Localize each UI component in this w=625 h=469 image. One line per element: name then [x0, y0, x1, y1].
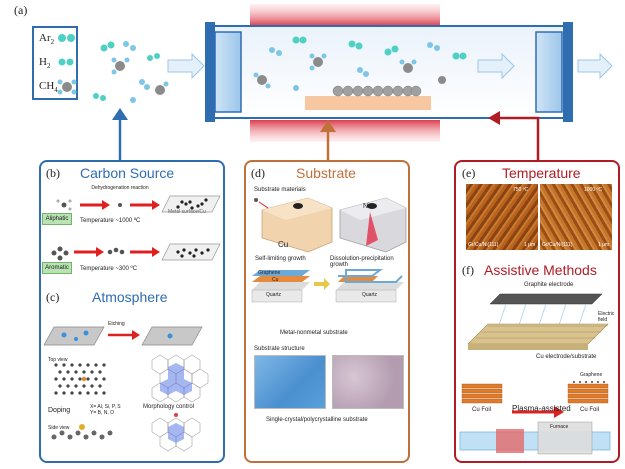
- dopants-label: X= Al, Si, P, S: [90, 404, 121, 410]
- label-f: (f): [462, 263, 474, 277]
- tube-flange-right: [563, 22, 573, 122]
- gas-ch4: CH: [39, 80, 55, 92]
- carbon-source-schematic: [51, 195, 221, 261]
- sample-label-2: Gr/Cu/Ni(111): [542, 242, 573, 248]
- assistive-title: Assistive Methods: [484, 262, 597, 278]
- heater-bottom: [250, 120, 440, 142]
- gas-h2: H: [39, 56, 47, 68]
- gas-ar: Ar: [39, 32, 51, 44]
- atmosphere-schematic: [43, 326, 209, 452]
- afm-image-1000: [540, 184, 612, 250]
- metal-surface-label: Metal surface/Cu: [168, 209, 206, 215]
- top-view-label: Top view: [48, 357, 68, 363]
- substrate-structure-label: Substrate structure: [254, 346, 305, 352]
- single-crystal-image: [254, 355, 326, 409]
- tube-flange-left: [205, 22, 215, 122]
- dehydrogenation-label: Dehydrogenation reaction: [91, 185, 149, 191]
- connector-carbon-arrow-icon: [112, 108, 128, 120]
- temp-1000-label: 1000 ºC: [584, 187, 602, 193]
- exhaust-arrow-icon: [577, 52, 613, 80]
- substrate-materials-label: Substrate materials: [254, 187, 306, 193]
- cu-block-label: Cu: [278, 240, 289, 249]
- single-poly-label: Single-crystal/polycrystalline substrate: [266, 417, 368, 423]
- temperature-title: Temperature: [502, 165, 581, 181]
- aliphatic-tag: Aliphatic: [42, 213, 72, 225]
- furnace-label: Furnace: [550, 424, 569, 430]
- cu-foil-label-2: Cu Foil: [580, 407, 600, 413]
- tube-molecules: [253, 36, 467, 91]
- label-d: (d): [251, 166, 265, 180]
- outflow-arrow-icon: [477, 52, 515, 80]
- deposited-graphene-beads: [332, 85, 422, 97]
- morphology-label: Morphology control: [143, 404, 195, 410]
- connector-temperature-arrow-icon: [488, 111, 500, 125]
- temp-750-label: 750 ºC: [513, 187, 529, 193]
- atmosphere-title: Atmosphere: [92, 289, 168, 305]
- metal-nonmetal-label: Metal-nonmetal substrate: [280, 330, 348, 336]
- electric-field-label: Electric field: [598, 311, 615, 323]
- polycrystal-image: [332, 355, 404, 409]
- self-limiting-label: Self-limiting growth: [255, 256, 306, 262]
- label-e: (e): [462, 166, 476, 180]
- cvd-furnace-diagram: [57, 4, 613, 160]
- graphene-label: Graphene: [580, 372, 603, 378]
- cu-layer-label: Cu: [272, 277, 279, 283]
- afm-image-750: [466, 184, 538, 250]
- substrate-title: Substrate: [296, 165, 356, 181]
- etching-label: Etching: [108, 321, 125, 327]
- gas-molecules: [57, 34, 169, 103]
- label-a: (a): [14, 3, 28, 17]
- dopants2-label: Y= B, N, O: [90, 410, 115, 416]
- scale-bar-2: 1 μm: [598, 242, 610, 248]
- cu-foil-label-1: Cu Foil: [472, 407, 492, 413]
- aromatic-tag: Aromatic: [42, 262, 72, 274]
- scale-bar-1: 1 μm: [524, 242, 536, 248]
- assistive-schematic: [459, 293, 611, 455]
- quartz-label-2: Quartz: [362, 292, 378, 298]
- connector-temperature: [492, 116, 540, 160]
- inflow-arrow-icon: [167, 52, 205, 80]
- graphene-layer-label: Graphene: [258, 270, 281, 276]
- tube-cap-right: [535, 31, 563, 113]
- temp-aliphatic: Temperature ~1000 ºC: [80, 218, 141, 224]
- doping-label: Doping: [48, 407, 71, 414]
- substrate-schematic: [251, 197, 407, 303]
- graphite-electrode-label: Graphite electrode: [524, 282, 574, 288]
- label-b: (b): [46, 166, 60, 180]
- cu-electrode-label: Cu electrode/substrate: [536, 354, 597, 360]
- carbon-source-title: Carbon Source: [80, 165, 175, 181]
- ni-block-label: Ni: [363, 203, 370, 210]
- side-view-label: Side view: [48, 425, 70, 431]
- connector-substrate-arrow-icon: [320, 120, 336, 132]
- label-c: (c): [46, 290, 60, 304]
- quartz-label-1: Quartz: [266, 292, 282, 298]
- tube-cap-left: [214, 31, 242, 113]
- temp-aromatic: Temperature ~300 ºC: [80, 266, 138, 272]
- heater-top: [250, 4, 440, 26]
- sample-label-1: Gr/Cu/Ni(111): [468, 242, 499, 248]
- plasma-assisted-label: Plasma-assisted: [512, 404, 571, 413]
- substrate-slab: [305, 96, 431, 110]
- dissolution-label: Dissolution-precipitation growth: [330, 256, 394, 268]
